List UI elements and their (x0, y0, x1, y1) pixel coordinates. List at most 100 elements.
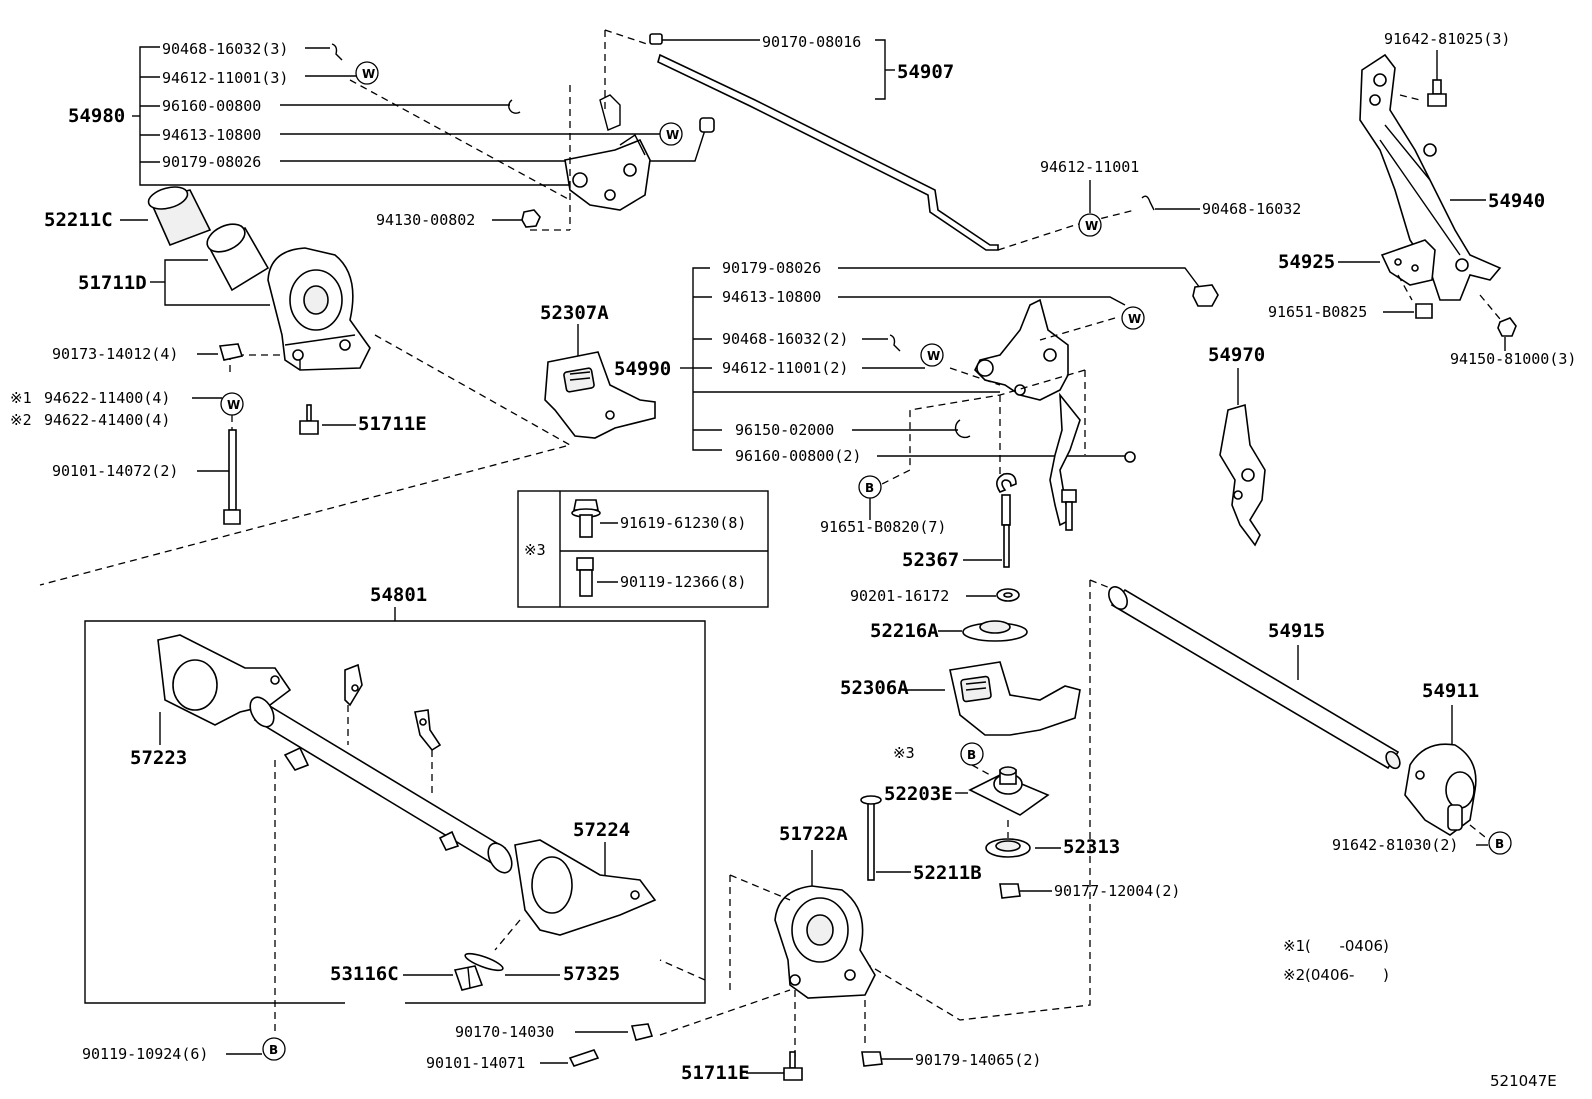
snap-ring-icon (954, 419, 971, 439)
diagram-id: 521047E (1490, 1072, 1557, 1090)
label-94622-41400: 94622-41400(4) (44, 411, 170, 429)
label-51722A: 51722A (779, 823, 848, 845)
washer-icon (1121, 306, 1145, 330)
clip-icon (889, 334, 901, 352)
label-94613-10800-a: 94613-10800 (162, 126, 261, 144)
legend-mark-2: ※2 (1283, 966, 1305, 984)
svg-text:W: W (227, 398, 240, 412)
svg-text:W: W (1085, 219, 1098, 233)
label-91642-81030: 91642-81030(2) (1332, 836, 1458, 854)
bolt-icon (1432, 79, 1442, 95)
label-96160-00800-2: 96160-00800(2) (735, 447, 861, 465)
washer-57325 (464, 952, 504, 972)
label-96160-00800: 96160-00800 (162, 97, 261, 115)
label-54925: 54925 (1278, 251, 1335, 273)
clip-icon (331, 43, 343, 61)
nut-icon (1192, 284, 1219, 307)
label-53116C: 53116C (330, 963, 399, 985)
group-52307A: 52307A (540, 302, 656, 439)
label-57223: 57223 (130, 747, 187, 769)
label-51711E-b: 51711E (681, 1062, 750, 1084)
bracket-small-b (414, 709, 442, 752)
nut-icon (218, 343, 244, 361)
group-51711D: 52211C 51711D 90173-14012(4) ※1 94622-11… (10, 186, 572, 586)
plate-54925 (1380, 239, 1436, 286)
hex-bolt-icon (576, 557, 594, 571)
label-90468-16032-2: 90468-16032(2) (722, 330, 848, 348)
label-94612-11001: 94612-11001 (1040, 158, 1139, 176)
bolt-icon (1415, 303, 1433, 319)
bolt-icon (568, 1049, 600, 1067)
clip-icon (1141, 195, 1155, 211)
label-91642-81025: 91642-81025(3) (1384, 30, 1510, 48)
label-90119-12366: 90119-12366(8) (620, 573, 746, 591)
label-52306A: 52306A (840, 677, 909, 699)
group-51722A: 51722A 90170-14030 90101-14071 51711E 90… (426, 823, 1041, 1084)
nut-icon (649, 33, 663, 45)
nut-icon (861, 1051, 883, 1067)
label-90179-08026-a: 90179-08026 (162, 153, 261, 171)
svg-text:W: W (1128, 312, 1141, 326)
label-94613-10800-b: 94613-10800 (722, 288, 821, 306)
flange-bolt-icon (573, 499, 599, 511)
label-90101-14071: 90101-14071 (426, 1054, 525, 1072)
label-94150-81000: 94150-81000(3) (1450, 350, 1576, 368)
svg-text:W: W (666, 128, 679, 142)
svg-text:B: B (967, 748, 976, 762)
label-96150-02000: 96150-02000 (735, 421, 834, 439)
group-54940: 91642-81025(3) 54940 54925 91651-B0825 9… (1268, 30, 1576, 368)
nut-icon (521, 209, 541, 228)
ref3-mark-a: ※3 (893, 744, 915, 762)
group-54970: 54970 (1208, 344, 1266, 547)
label-54907: 54907 (897, 61, 954, 83)
label-54980: 54980 (68, 105, 125, 127)
label-52307A: 52307A (540, 302, 609, 324)
torsion-bar-54915 (1110, 588, 1400, 770)
bolt-table: ※3 91619-61230(8) 90119-12366(8) (517, 490, 769, 608)
washer-icon (1078, 213, 1102, 237)
label-90177-12004: 90177-12004(2) (1054, 882, 1180, 900)
rod-54907 (657, 53, 999, 251)
svg-text:W: W (362, 67, 375, 81)
legend-text-1: ( -0406) (1305, 937, 1389, 955)
nut-icon (630, 1023, 654, 1041)
label-91651-B0820: 91651-B0820(7) (820, 518, 946, 536)
label-54990: 54990 (614, 358, 671, 380)
group-54915: 54915 54911 91642-81030(2) B (1089, 579, 1512, 855)
label-54915: 54915 (1268, 620, 1325, 642)
label-52367: 52367 (902, 549, 959, 571)
group-54980: 54980 90468-16032(3) 94612-11001(3) 9616… (68, 29, 715, 231)
ref3-mark-table: ※3 (524, 541, 546, 559)
ref2-mark-a: ※2 (10, 411, 32, 429)
label-54801: 54801 (370, 584, 427, 606)
group-54990: 54990 90179-08026 94613-10800 W 90468-16… (614, 259, 1219, 605)
label-52211C: 52211C (44, 209, 113, 231)
ref1-mark-a: ※1 (10, 389, 32, 407)
svg-text:B: B (1495, 837, 1504, 851)
label-90468-16032-3: 90468-16032(3) (162, 40, 288, 58)
label-52216A: 52216A (870, 620, 939, 642)
label-54911: 54911 (1422, 680, 1479, 702)
washer-icon (659, 122, 683, 146)
label-90170-08016: 90170-08016 (762, 33, 861, 51)
label-90179-14065: 90179-14065(2) (915, 1051, 1041, 1069)
nut-icon (1497, 317, 1517, 337)
label-51711D: 51711D (78, 272, 147, 294)
label-57325: 57325 (563, 963, 620, 985)
legend-mark-1: ※1 (1283, 937, 1305, 955)
crossmember-tube (253, 703, 507, 867)
label-90173-14012: 90173-14012(4) (52, 345, 178, 363)
bolt-table-frame (517, 490, 769, 608)
nut-icon (699, 117, 715, 133)
svg-text:B: B (865, 481, 874, 495)
washer-icon (920, 343, 944, 367)
label-91651-B0825: 91651-B0825 (1268, 303, 1367, 321)
group-54801: 54801 57223 57224 53116C (82, 584, 706, 1063)
group-lower-center: 52216A 52306A ※3 B 52203E 52313 52211B 9… (840, 580, 1180, 1021)
bracket-54980 (564, 138, 651, 211)
label-90170-14030: 90170-14030 (455, 1023, 554, 1041)
bolt-52211B (867, 799, 875, 881)
svg-text:W: W (927, 349, 940, 363)
label-90468-16032: 90468-16032 (1202, 200, 1301, 218)
